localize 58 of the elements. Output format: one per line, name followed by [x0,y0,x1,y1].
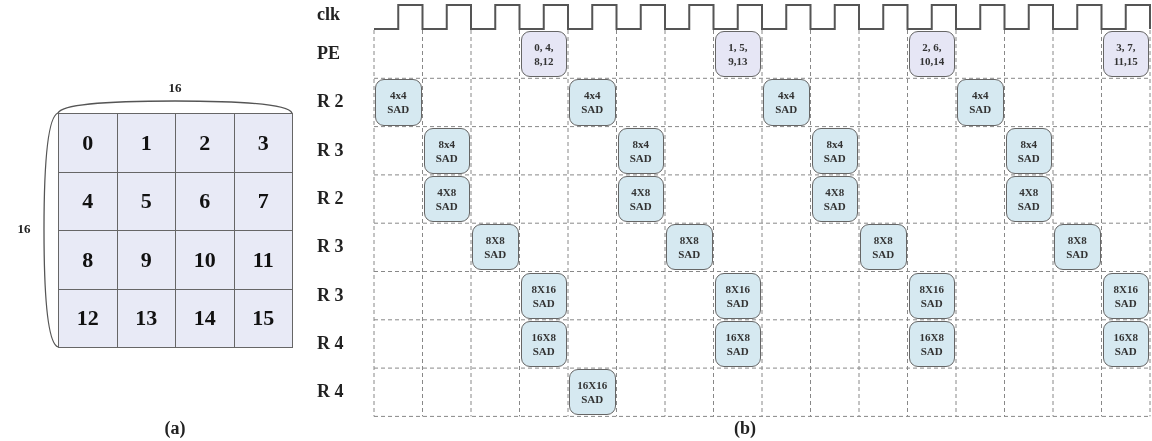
sad-box: 8x4 SAD [423,127,470,174]
row-label: R 3 [317,236,344,258]
sad-box: 4x4 SAD [375,79,422,126]
sad-box: 8X16 SAD [1102,272,1149,319]
grid-cell: 13 [116,288,176,348]
grid-cell: 11 [233,230,293,290]
grid-cell: 7 [233,171,293,231]
grid-cell: 8 [58,230,118,290]
row-label: R 3 [317,139,344,161]
sad-box: 16X8 SAD [1102,320,1149,368]
grid-cell: 9 [116,230,176,290]
sad-box: 4X8 SAD [423,175,470,223]
sad-box: 4X8 SAD [811,175,858,223]
grid-cell: 15 [233,288,293,348]
sad-box: 8X8 SAD [472,224,519,271]
grid-cell: 10 [175,230,235,290]
grid-cell: 12 [58,288,118,348]
sad-box: 8X8 SAD [1054,224,1101,271]
grid-cell: 14 [175,288,235,348]
sad-box: 8X16 SAD [908,272,955,319]
sad-box: 16X8 SAD [908,320,955,368]
sad-box: 16X8 SAD [520,320,567,368]
sad-box: 4X8 SAD [1005,175,1052,223]
sad-box: 8x4 SAD [617,127,664,174]
sad-box: 4x4 SAD [957,79,1004,126]
sad-box: 8X8 SAD [860,224,907,271]
row-label: R 2 [317,91,344,113]
sad-box: 4x4 SAD [763,79,810,126]
sad-box: 8X8 SAD [666,224,713,271]
grid-cell: 1 [116,113,176,173]
panel-caption: (b) [734,418,756,439]
sad-box: 4x4 SAD [569,79,616,126]
block-index-box: 3, 7, 11,15 [1102,31,1149,78]
block-index-box: 2, 6, 10,14 [908,31,955,78]
row-label: R 4 [317,381,344,403]
sad-box: 4X8 SAD [617,175,664,223]
grid-cell: 3 [233,113,293,173]
grid-cell: 6 [175,171,235,231]
sad-box: 16X16 SAD [569,369,616,416]
grid-cell: 4 [58,171,118,231]
sad-box: 8x4 SAD [1005,127,1052,174]
block-index-box: 1, 5, 9,13 [714,31,761,78]
sad-box: 16X8 SAD [714,320,761,368]
block-index-box: 0, 4, 8,12 [520,31,567,78]
row-label: R 4 [317,332,344,354]
signal-label: clk [317,4,340,25]
row-label: R 2 [317,187,344,209]
dimension-label: 16 [168,80,182,96]
sad-box: 8X16 SAD [714,272,761,319]
grid-cell: 0 [58,113,118,173]
panel-caption: (a) [164,418,186,439]
row-label: R 3 [317,284,344,306]
grid-cell: 2 [175,113,235,173]
sad-box: 8x4 SAD [811,127,858,174]
sad-box: 8X16 SAD [520,272,567,319]
row-label: PE [317,43,340,64]
grid-cell: 5 [116,171,176,231]
dimension-label: 16 [17,221,31,237]
